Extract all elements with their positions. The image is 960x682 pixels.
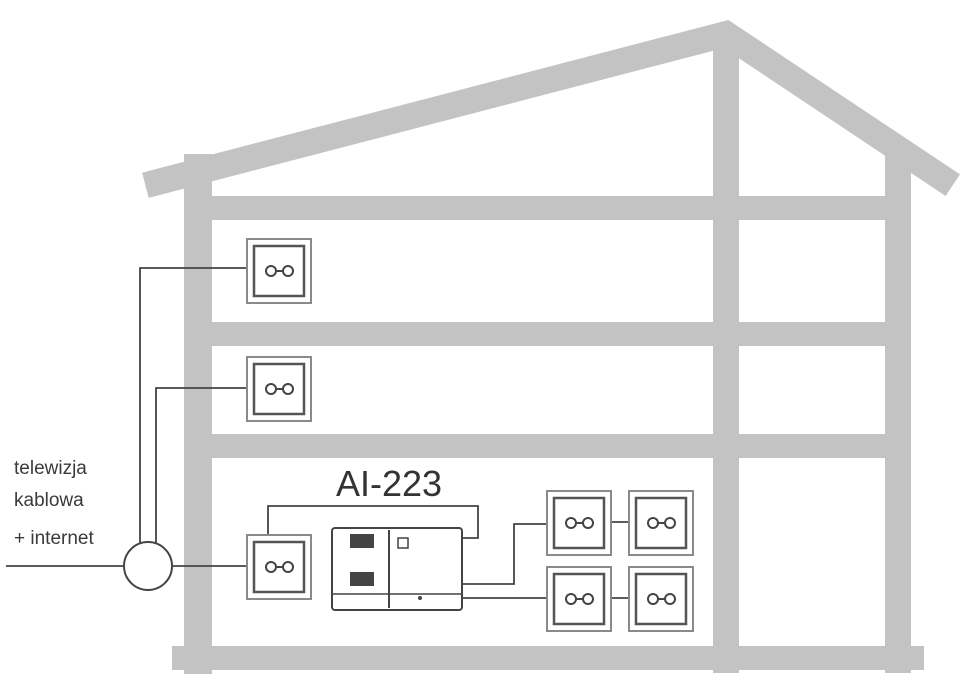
wire-amp-to-upper-outlets (462, 523, 548, 585)
device-name-label: AI-223 (336, 463, 442, 504)
tv-outlet-icon (628, 566, 694, 632)
side-label-line-1: telewizja (14, 458, 87, 479)
roof (142, 19, 960, 198)
wire-socket-to-amplifier (267, 505, 479, 540)
tv-outlet-icon (546, 566, 612, 632)
amplifier-connector-bottom (350, 572, 374, 586)
amplifier-led (397, 537, 409, 549)
tv-outlet-icon (246, 238, 312, 304)
side-label-line-2: kablowa (14, 490, 84, 511)
side-label-line-3: + internet (14, 528, 94, 549)
tv-outlet-icon (628, 490, 694, 556)
amplifier-connector-top (350, 534, 374, 548)
wire-to-middle-socket (155, 387, 246, 544)
tv-outlet-icon (246, 356, 312, 422)
amplifier-icon (331, 527, 463, 611)
splitter-icon (123, 541, 173, 591)
tv-outlet-icon (546, 490, 612, 556)
house-outline (142, 19, 960, 674)
amplifier-divider (388, 530, 390, 608)
tv-outlet-icon (246, 534, 312, 600)
wiring (6, 267, 630, 599)
amplifier-body (331, 527, 463, 611)
wire-to-top-socket (139, 267, 246, 545)
amplifier-indicator (418, 596, 422, 600)
